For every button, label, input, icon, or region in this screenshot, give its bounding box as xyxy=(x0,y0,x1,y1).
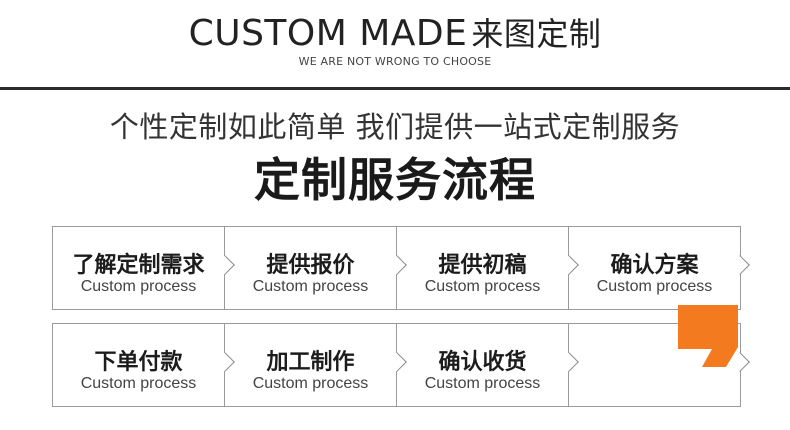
process-step: 加工制作 Custom process xyxy=(225,324,396,406)
process-row-1: 了解定制需求 Custom process 提供报价 Custom proces… xyxy=(52,226,750,310)
section-heading: 定制服务流程 xyxy=(254,153,536,207)
process-row-2: 下单付款 Custom process 加工制作 Custom process … xyxy=(52,323,750,407)
step-subtitle: Custom process xyxy=(80,278,197,295)
process-step: 确认方案 Custom process xyxy=(569,227,740,309)
step-label: 提供报价 xyxy=(266,253,355,278)
header-divider xyxy=(0,87,790,90)
process-step: 确认收货 Custom process xyxy=(397,324,568,406)
brand-tagline: WE ARE NOT WRONG TO CHOOSE xyxy=(298,55,492,68)
step-subtitle: Custom process xyxy=(80,375,197,392)
step-subtitle: Custom process xyxy=(252,278,369,295)
brand-title-en: CUSTOM MADE xyxy=(188,13,468,54)
process-step: 下单付款 Custom process xyxy=(53,324,224,406)
step-subtitle: Custom process xyxy=(424,278,541,295)
process-step: 提供初稿 Custom process xyxy=(397,227,568,309)
orange-quote-icon xyxy=(678,305,738,367)
brand-title-cn: 来图定制 xyxy=(471,15,602,53)
step-subtitle: Custom process xyxy=(596,278,713,295)
step-label: 确认方案 xyxy=(610,253,699,278)
step-label: 提供初稿 xyxy=(438,253,527,278)
process-step: 了解定制需求 Custom process xyxy=(53,227,224,309)
intro-text: 个性定制如此简单 我们提供一站式定制服务 xyxy=(109,110,681,144)
step-label: 下单付款 xyxy=(94,350,183,375)
step-label: 了解定制需求 xyxy=(72,253,205,278)
process-step: 提供报价 Custom process xyxy=(225,227,396,309)
step-label: 加工制作 xyxy=(266,350,355,375)
step-label: 确认收货 xyxy=(438,350,527,375)
step-subtitle: Custom process xyxy=(424,375,541,392)
step-subtitle: Custom process xyxy=(252,375,369,392)
